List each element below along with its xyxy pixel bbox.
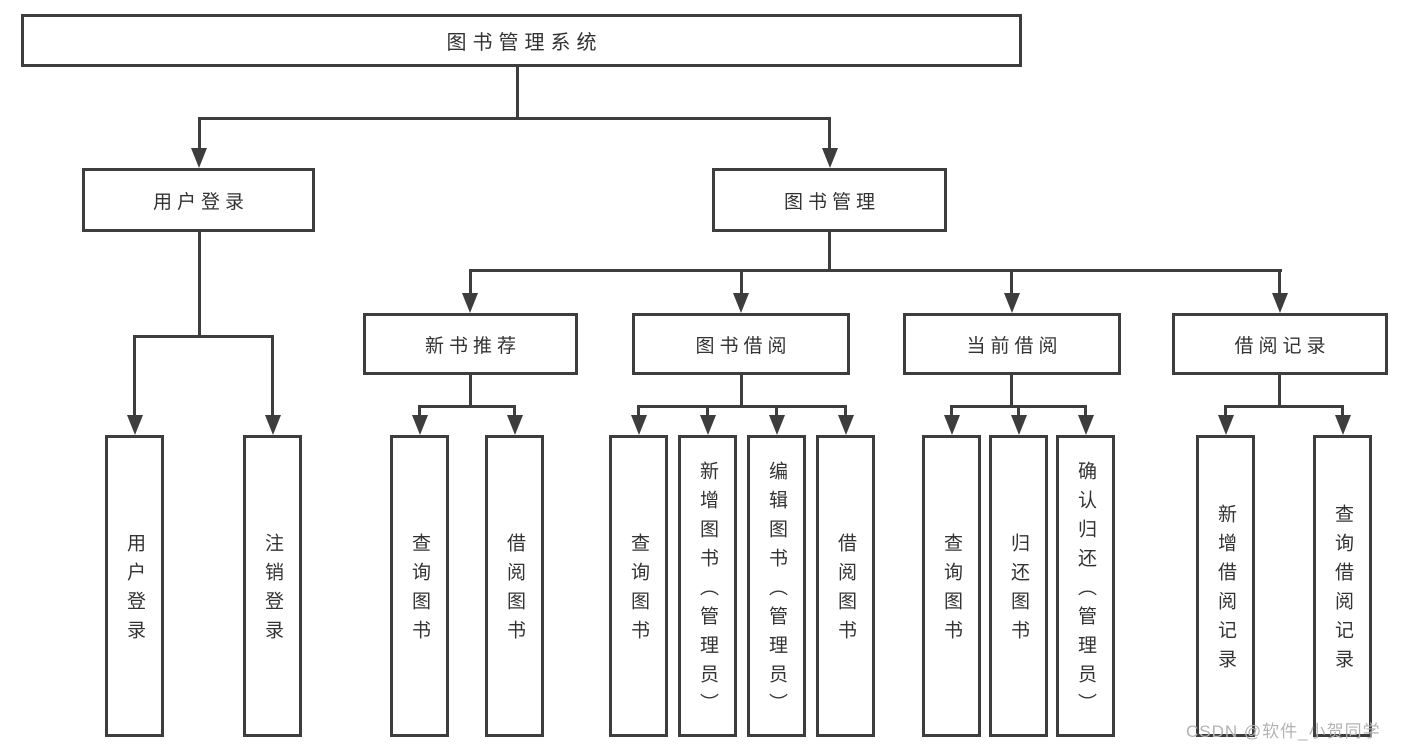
arrowhead-icon xyxy=(1011,415,1027,435)
connector-group-stem xyxy=(469,375,472,407)
connector-user-login-stem xyxy=(198,232,201,337)
connector-leaf-drop xyxy=(1341,405,1344,417)
node-leaf-logout: 注销登录 xyxy=(243,435,302,737)
connector-leaf-drop xyxy=(513,405,516,417)
arrowhead-icon xyxy=(507,415,523,435)
node-library-system: 图书管理系统 xyxy=(21,14,1022,67)
connector-leaf-drop xyxy=(775,405,778,417)
arrowhead-icon xyxy=(944,415,960,435)
arrowhead-icon xyxy=(631,415,647,435)
arrowhead-icon xyxy=(822,148,838,168)
connector-group-stem xyxy=(1278,375,1281,407)
node-leaf-bb-borrow-books: 借阅图书 xyxy=(816,435,875,737)
connector-group-stem xyxy=(740,375,743,407)
connector-leaf-drop xyxy=(1017,405,1020,417)
connector-group-bar xyxy=(1224,405,1344,408)
arrowhead-icon xyxy=(1335,415,1351,435)
arrowhead-icon xyxy=(127,415,143,435)
node-leaf-br-add-record: 新增借阅记录 xyxy=(1196,435,1255,737)
connector-group-bar xyxy=(637,405,847,408)
connector-module-drop xyxy=(469,269,472,294)
connector-leaf-drop xyxy=(271,335,274,416)
connector-leaf-drop xyxy=(950,405,953,417)
node-borrow-records: 借阅记录 xyxy=(1172,313,1388,375)
node-leaf-bb-add-books-admin: 新增图书（管理员） xyxy=(678,435,737,737)
node-leaf-br-query-record: 查询借阅记录 xyxy=(1313,435,1372,737)
connector-leaf-drop xyxy=(844,405,847,417)
connector-leaf-drop xyxy=(1224,405,1227,417)
arrowhead-icon xyxy=(1078,415,1094,435)
connector-leaf-drop xyxy=(1084,405,1087,417)
arrowhead-icon xyxy=(462,293,478,313)
connector-root-stem xyxy=(516,67,519,119)
arrowhead-icon xyxy=(412,415,428,435)
node-leaf-user-login: 用户登录 xyxy=(105,435,164,737)
arrowhead-icon xyxy=(265,415,281,435)
connector-leaf-drop xyxy=(133,335,136,416)
node-new-book-recommend: 新书推荐 xyxy=(363,313,578,375)
connector-user-login-bar xyxy=(133,335,274,338)
node-leaf-nb-query-books: 查询图书 xyxy=(390,435,449,737)
connector-group-stem xyxy=(1010,375,1013,407)
node-leaf-bb-query-books: 查询图书 xyxy=(609,435,668,737)
connector-module-drop xyxy=(1010,269,1013,294)
connector-group-bar xyxy=(418,405,516,408)
arrowhead-icon xyxy=(191,148,207,168)
node-leaf-cb-confirm-return-admin: 确认归还（管理员） xyxy=(1056,435,1115,737)
arrowhead-icon xyxy=(1004,293,1020,313)
arrowhead-icon xyxy=(700,415,716,435)
node-user-login: 用户登录 xyxy=(82,168,315,232)
connector-leaf-drop xyxy=(637,405,640,417)
node-current-borrowing: 当前借阅 xyxy=(903,313,1121,375)
node-leaf-cb-query-books: 查询图书 xyxy=(922,435,981,737)
node-book-management: 图书管理 xyxy=(712,168,947,232)
arrowhead-icon xyxy=(1218,415,1234,435)
connector-leaf-drop xyxy=(418,405,421,417)
arrowhead-icon xyxy=(1272,293,1288,313)
connector-modules-bar xyxy=(469,269,1282,272)
watermark: CSDN @软件_小贺同学 xyxy=(1186,722,1381,741)
arrowhead-icon xyxy=(769,415,785,435)
connector-module-drop xyxy=(740,269,743,294)
arrowhead-icon xyxy=(733,293,749,313)
connector-user-login-drop xyxy=(198,117,201,149)
node-book-borrowing: 图书借阅 xyxy=(632,313,850,375)
connector-book-mgmt-stem xyxy=(828,232,831,271)
node-leaf-bb-edit-books-admin: 编辑图书（管理员） xyxy=(747,435,806,737)
connector-level2-bar xyxy=(198,117,831,120)
arrowhead-icon xyxy=(838,415,854,435)
connector-leaf-drop xyxy=(706,405,709,417)
node-leaf-cb-return-books: 归还图书 xyxy=(989,435,1048,737)
connector-module-drop xyxy=(1278,269,1281,294)
node-leaf-nb-borrow-books: 借阅图书 xyxy=(485,435,544,737)
connector-book-mgmt-drop xyxy=(828,117,831,149)
